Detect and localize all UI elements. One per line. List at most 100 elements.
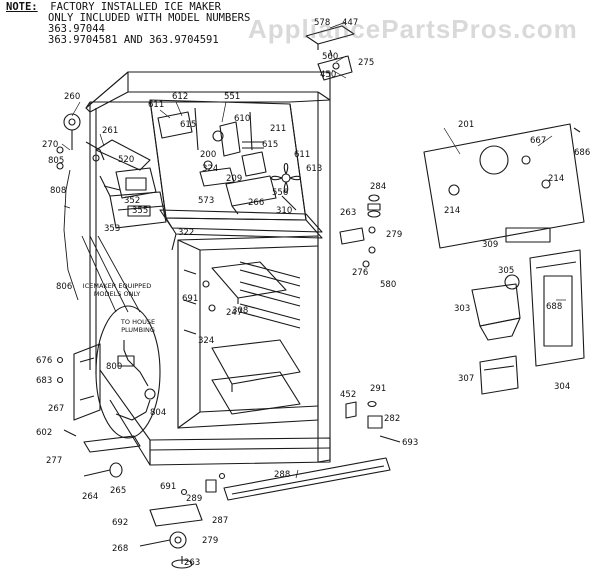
note-line-3: 363.97044: [48, 23, 105, 35]
part-number-callout: 353: [104, 224, 121, 234]
top-hinge: [305, 25, 355, 81]
part-number-callout: 355: [132, 206, 149, 216]
part-number-callout: 200: [200, 150, 217, 160]
part-number-callout: 304: [554, 382, 571, 392]
fresh-food-compartment: [177, 235, 319, 429]
left-small-parts: [56, 146, 216, 437]
part-number-callout: 305: [498, 266, 515, 276]
part-number-callout: 805: [48, 156, 65, 166]
icemaker-assembly: [92, 139, 167, 229]
part-number-callout: 578: [314, 18, 331, 28]
note-line-2: ONLY INCLUDED WITH MODEL NUMBERS: [48, 12, 251, 24]
part-number-callout: 676: [36, 356, 53, 366]
part-number-callout: 277: [46, 456, 63, 466]
part-number-callout: 211: [270, 124, 287, 134]
part-number-callout: 324: [202, 164, 219, 174]
note-line-4: 363.9704581 AND 363.9704591: [48, 34, 219, 46]
part-number-callout: 282: [384, 414, 401, 424]
part-number-callout: 307: [458, 374, 475, 384]
part-number-callout: 279: [202, 536, 219, 546]
part-number-callout: 452: [340, 390, 357, 400]
part-number-callout: 806: [56, 282, 73, 292]
part-number-callout: 263: [340, 208, 357, 218]
part-number-callout: 308: [232, 306, 249, 316]
part-number-callout: 580: [380, 280, 397, 290]
part-number-callout: 691: [160, 482, 177, 492]
part-number-callout: 214: [444, 206, 461, 216]
back-panel: [423, 123, 585, 249]
part-number-callout: 612: [172, 92, 189, 102]
note-line-1: FACTORY INSTALLED ICE MAKER: [50, 1, 221, 13]
part-number-callout: 284: [370, 182, 387, 192]
part-number-callout: 261: [102, 126, 119, 136]
part-number-callout: 560: [322, 52, 339, 62]
part-number-callout: 303: [454, 304, 471, 314]
part-number-callout: 268: [112, 544, 129, 554]
part-number-callout: 808: [50, 186, 67, 196]
part-number-callout: 264: [82, 492, 99, 502]
part-number-callout: 201: [458, 120, 475, 130]
note-label: NOTE:: [6, 1, 38, 13]
part-number-callout: 683: [36, 376, 53, 386]
part-number-callout: 275: [358, 58, 375, 68]
part-number-callout: 691: [182, 294, 199, 304]
part-number-callout: 800: [106, 362, 123, 372]
part-number-callout: 692: [112, 518, 129, 528]
part-number-callout: 279: [386, 230, 403, 240]
control-housing: [157, 111, 297, 215]
icemaker-models-label: ICEMAKER EQUIPPED MODELS ONLY: [82, 282, 152, 298]
water-valve: [63, 113, 105, 161]
part-number-callout: 610: [234, 114, 251, 124]
part-number-callout: 686: [574, 148, 591, 158]
kickplate-parts: [139, 457, 391, 569]
part-number-callout: 447: [342, 18, 359, 28]
part-number-callout: 309: [482, 240, 499, 250]
part-number-callout: 613: [306, 164, 323, 174]
part-number-callout: 693: [402, 438, 419, 448]
right-side-parts: [339, 194, 401, 443]
part-number-callout: 276: [352, 268, 369, 278]
dispenser-parts: [471, 249, 585, 395]
note-line-3-wrap: 363.97044: [48, 23, 105, 36]
part-number-callout: 602: [36, 428, 53, 438]
part-number-callout: 291: [370, 384, 387, 394]
part-number-callout: 267: [48, 404, 65, 414]
evaporator-fan: [270, 162, 302, 194]
part-number-callout: 615: [262, 140, 279, 150]
house-plumbing-label: TO HOUSE PLUMBING: [120, 318, 156, 334]
part-number-callout: 615: [180, 120, 197, 130]
part-number-callout: 352: [124, 196, 141, 206]
fill-tube: [63, 169, 141, 313]
part-number-callout: 322: [178, 228, 195, 238]
part-number-callout: 611: [148, 100, 165, 110]
part-number-callout: 324: [198, 336, 215, 346]
part-number-callout: 551: [224, 92, 241, 102]
part-number-callout: 263: [184, 558, 201, 568]
part-number-callout: 611: [294, 150, 311, 160]
part-number-callout: 247: [226, 308, 243, 318]
part-number-callout: 287: [212, 516, 229, 526]
part-number-callout: 288: [274, 470, 291, 480]
factory-note: NOTE: FACTORY INSTALLED ICE MAKER: [6, 1, 221, 14]
part-number-callout: 260: [64, 92, 81, 102]
leveling-parts: [83, 435, 141, 478]
side-bracket: [73, 343, 101, 421]
part-number-callout: 214: [548, 174, 565, 184]
part-number-callout: 573: [198, 196, 215, 206]
watermark: AppliancePartsPros.com: [248, 14, 578, 44]
leader-lines: [61, 21, 566, 479]
part-number-callout: 688: [546, 302, 563, 312]
part-number-callout: 289: [186, 494, 203, 504]
part-number-callout: 270: [42, 140, 59, 150]
part-number-callout: 209: [226, 174, 243, 184]
water-line-section: [95, 305, 161, 439]
note-line-4-wrap: 363.9704581 AND 363.9704591: [48, 34, 219, 47]
note-line-2-wrap: ONLY INCLUDED WITH MODEL NUMBERS: [48, 12, 251, 25]
part-number-callout: 667: [530, 136, 547, 146]
part-number-callout: 266: [248, 198, 265, 208]
part-number-callout: 450: [320, 70, 337, 80]
part-number-callout: 556: [272, 188, 289, 198]
part-number-callout: 520: [118, 155, 135, 165]
freezer-compartment: [149, 99, 323, 251]
